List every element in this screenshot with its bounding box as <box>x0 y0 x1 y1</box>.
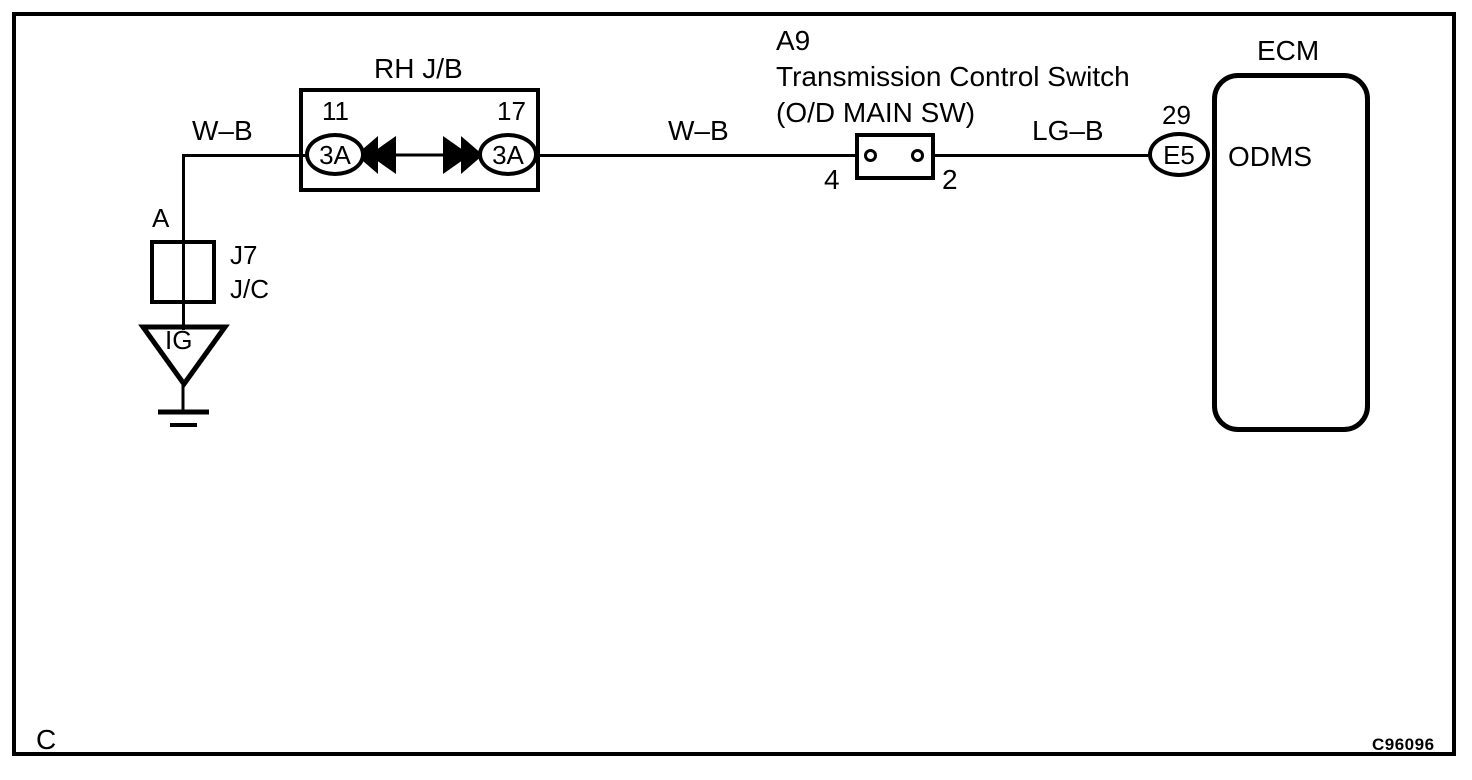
wire-horizontal-lgb <box>933 154 1151 157</box>
ecm-connector-oval: E5 <box>1148 132 1210 177</box>
wire-label-wb-right: W–B <box>668 115 729 146</box>
wire-vertical-jc-through <box>182 240 185 330</box>
junction-block-left-terminal-oval: 3A <box>305 133 365 176</box>
switch-code: A9 <box>776 25 811 56</box>
page-letter-label: C <box>36 724 57 755</box>
ecm-pin-name: ODMS <box>1228 141 1312 172</box>
wire-horizontal-wb-left <box>182 154 317 157</box>
junction-block-left-terminal-label: 3A <box>319 139 351 170</box>
switch-pin-left-label: 4 <box>824 164 840 195</box>
junction-block-right-terminal-oval: 3A <box>478 133 538 176</box>
switch-name: Transmission Control Switch <box>776 61 1130 92</box>
diagram-border-frame <box>12 12 1456 756</box>
diagram-code-label: C96096 <box>1372 735 1435 754</box>
switch-pin-right-label: 2 <box>942 164 958 195</box>
junction-block-right-terminal-label: 3A <box>492 139 524 170</box>
ecm-box <box>1212 73 1370 432</box>
wire-horizontal-wb-right <box>528 154 858 157</box>
junction-block-left-terminal-number: 11 <box>322 96 349 126</box>
joint-point-label-a: A <box>152 203 170 233</box>
ecm-title: ECM <box>1257 35 1320 66</box>
joint-connector-type: J/C <box>230 274 269 304</box>
switch-terminal-right <box>911 149 924 162</box>
wire-label-lgb: LG–B <box>1032 115 1104 146</box>
joint-connector-name: J7 <box>230 240 258 270</box>
ecm-connector-number: 29 <box>1162 100 1191 130</box>
ig-ground-label: IG <box>165 325 193 355</box>
junction-block-box <box>299 88 540 192</box>
junction-block-right-terminal-number: 17 <box>497 96 526 126</box>
wire-vertical-jc-top <box>182 154 185 240</box>
ecm-connector-label: E5 <box>1163 139 1195 170</box>
switch-subname: (O/D MAIN SW) <box>776 97 976 128</box>
junction-block-title: RH J/B <box>374 53 463 84</box>
switch-terminal-left <box>864 149 877 162</box>
wire-label-wb-left: W–B <box>192 115 253 146</box>
